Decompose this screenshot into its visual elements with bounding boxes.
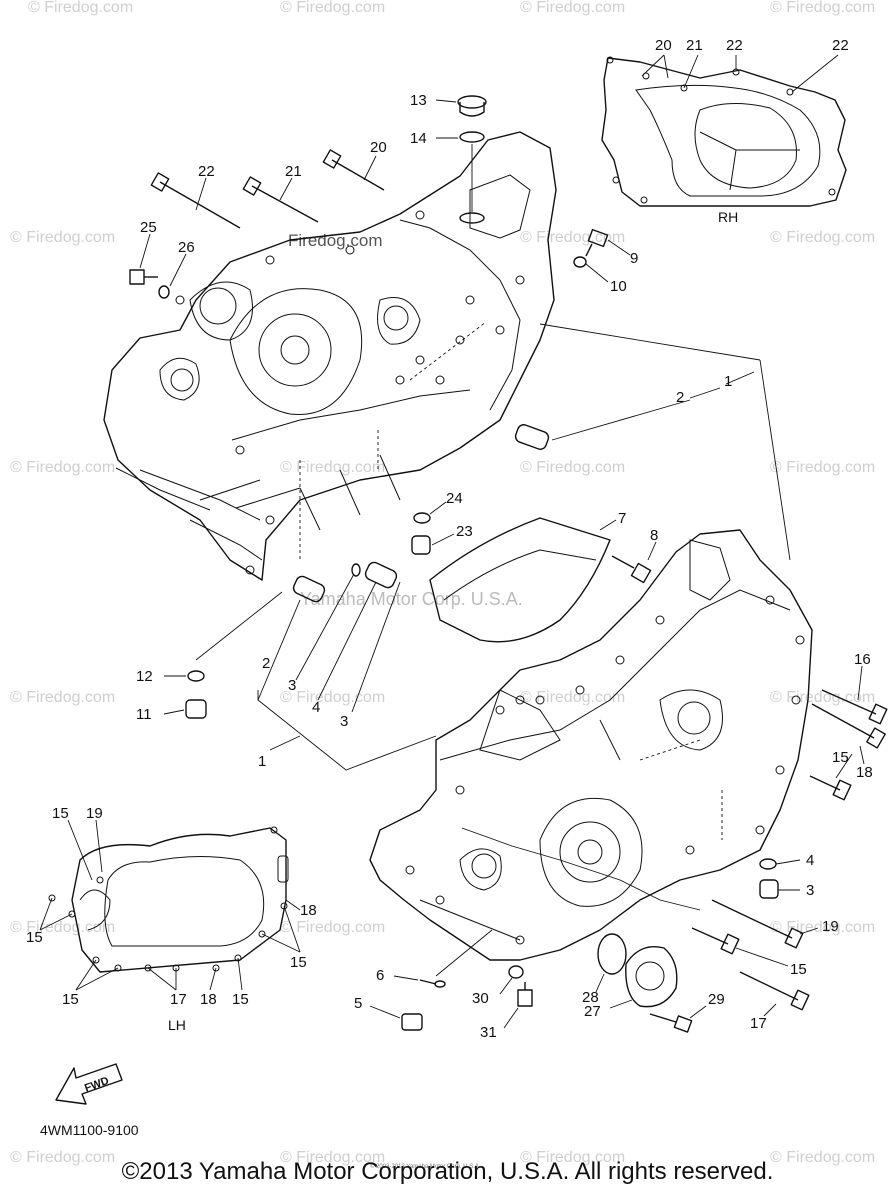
oil-filler-cap: 13 14	[410, 92, 487, 224]
part-label-28: 28	[582, 989, 599, 1006]
part-label-18: 18	[200, 991, 217, 1008]
rh-inset: 20 21 22 22 RH	[601, 37, 849, 225]
watermark: © Firedog.com	[10, 689, 115, 706]
part-label-3: 3	[806, 882, 814, 899]
part-label-17: 17	[750, 1015, 767, 1032]
part-label-14: 14	[410, 130, 427, 147]
part-label-9: 9	[630, 250, 638, 267]
part-label-15: 15	[62, 991, 79, 1008]
part-label-13: 13	[410, 92, 427, 109]
part-label-30: 30	[472, 990, 489, 1007]
watermark: © Firedog.com	[10, 919, 115, 936]
part-label-18: 18	[856, 764, 873, 781]
part-label-18: 18	[300, 902, 317, 919]
watermark: © Firedog.com	[770, 229, 875, 246]
part-label-20: 20	[370, 139, 387, 156]
part-label-15: 15	[26, 929, 43, 946]
fine-print: © 2003-2013 Yamaha Motor Corp. U.S.A.	[370, 1163, 481, 1170]
watermark: © Firedog.com	[10, 1149, 115, 1166]
part-label-3: 3	[288, 677, 296, 694]
watermark: © Firedog.com	[770, 1149, 875, 1166]
fwd-arrow: FWD	[55, 1063, 123, 1105]
part-label-22: 22	[726, 37, 743, 54]
part-label-15: 15	[232, 991, 249, 1008]
watermark: © Firedog.com	[10, 229, 115, 246]
part-label-31: 31	[480, 1024, 497, 1041]
watermark: © Firedog.com	[280, 919, 385, 936]
diagram-code: 4WM1100-9100	[40, 1122, 139, 1138]
part-label-1: 1	[724, 373, 732, 390]
part-label-15: 15	[790, 961, 807, 978]
part-label-15: 15	[52, 805, 69, 822]
dowels-center: 2 3 4 3 1	[195, 323, 791, 771]
part-label-19: 19	[86, 805, 103, 822]
watermark: © Firedog.com	[770, 459, 875, 476]
watermark: © Firedog.com	[280, 0, 385, 16]
rh-label: RH	[718, 209, 738, 225]
part-label-24: 24	[446, 490, 463, 507]
watermark: © Firedog.com	[520, 0, 625, 16]
part-label-21: 21	[285, 163, 302, 180]
part-label-17: 17	[170, 991, 187, 1008]
watermark: © Firedog.com	[770, 0, 875, 16]
overlay-text: Yamaha Motor Corp. U.S.A.	[300, 589, 523, 609]
part-label-27: 27	[584, 1003, 601, 1020]
bolt-9-washer-10: 9 10	[573, 228, 638, 295]
part-label-7: 7	[618, 510, 626, 527]
part-label-3: 3	[340, 713, 348, 730]
part-label-6: 6	[376, 967, 384, 984]
bolt-25-washer-26: 25 26	[129, 219, 195, 299]
part-label-15: 15	[832, 749, 849, 766]
copyright-notice: ©2013 Yamaha Motor Corporation, U.S.A. A…	[121, 1158, 774, 1185]
part-label-10: 10	[610, 278, 627, 295]
bolt-11-washer-12: 12 11	[136, 668, 207, 723]
part-label-26: 26	[178, 239, 195, 256]
part-label-20: 20	[655, 37, 672, 54]
right-crankcase-half	[369, 529, 813, 961]
part-label-2: 2	[262, 655, 270, 672]
watermark: © Firedog.com	[280, 459, 385, 476]
part-label-22: 22	[198, 163, 215, 180]
part-label-16: 16	[854, 651, 871, 668]
part-label-23: 23	[456, 523, 473, 540]
part-label-22: 22	[832, 37, 849, 54]
part-label-4: 4	[312, 699, 320, 716]
part-label-8: 8	[650, 527, 658, 544]
lh-inset: 15 19 15 15 17 18 15 15 18 LH	[26, 805, 317, 1033]
part-label-5: 5	[354, 995, 362, 1012]
dowel-pin-upper: 2 1	[514, 371, 755, 450]
case-bolts-upper: 20 21 22	[150, 139, 387, 229]
watermark: © Firedog.com	[520, 229, 625, 246]
watermark: © Firedog.com	[28, 0, 133, 16]
part-label-12: 12	[136, 668, 153, 685]
watermark: © Firedog.com	[770, 919, 875, 936]
watermark: © Firedog.com	[280, 1149, 385, 1166]
cover-27-oring-28-bolt-29: 28 27 29	[582, 933, 725, 1033]
oil-baffle: 7 8	[429, 510, 658, 643]
watermark: © Firedog.com	[520, 459, 625, 476]
drain-bolts-lower: 30 31 6 5	[354, 929, 533, 1041]
left-crankcase-half	[103, 131, 557, 581]
bolt-23-washer-24: 24 23	[411, 490, 473, 555]
part-label-4: 4	[806, 852, 814, 869]
part-label-15: 15	[290, 954, 307, 971]
watermark-center: Firedog.com	[288, 231, 382, 250]
part-label-29: 29	[708, 991, 725, 1008]
part-label-21: 21	[686, 37, 703, 54]
part-label-1: 1	[258, 753, 266, 770]
part-label-11: 11	[136, 706, 152, 723]
lh-label: LH	[168, 1017, 186, 1033]
watermark: © Firedog.com	[520, 689, 625, 706]
watermark: © Firedog.com	[520, 1149, 625, 1166]
part-label-25: 25	[140, 219, 157, 236]
fwd-label: FWD	[83, 1075, 111, 1095]
part-label-19: 19	[822, 918, 839, 935]
watermarks: © Firedog.com © Firedog.com © Firedog.co…	[10, 0, 875, 1166]
bolts-right: 16 15 18	[809, 651, 888, 801]
watermark: © Firedog.com	[10, 459, 115, 476]
part-label-2: 2	[676, 389, 684, 406]
bolts-lower: 19 15 17	[691, 899, 839, 1032]
bolt-3-washer-4-right: 4 3	[759, 852, 814, 899]
